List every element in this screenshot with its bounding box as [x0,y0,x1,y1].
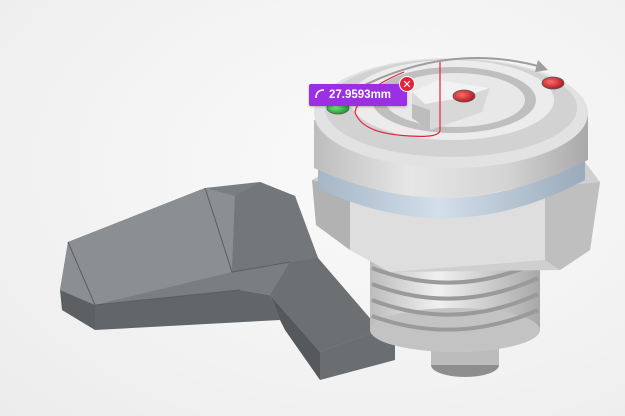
seal-ring [318,160,585,219]
close-icon[interactable]: ✕ [399,76,415,92]
arc-icon [315,89,325,99]
measurement-tag[interactable]: 27.9593mm [309,84,407,106]
close-glyph: ✕ [402,77,412,91]
measurement-value: 27.9593mm [329,89,392,101]
red-marker [452,89,476,103]
red-marker [541,76,565,90]
lever-arm[interactable] [60,182,395,380]
